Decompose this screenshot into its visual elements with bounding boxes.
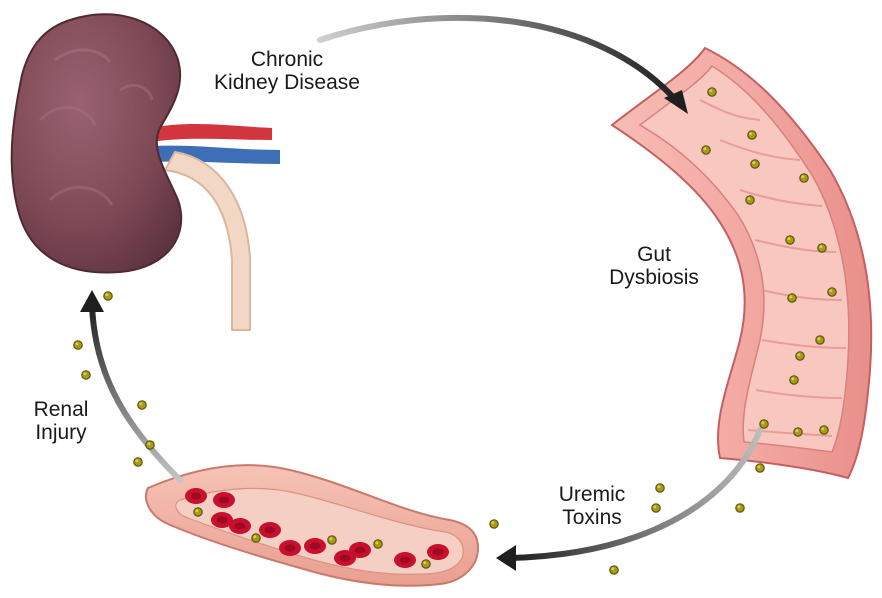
toxin-particle-icon: [746, 196, 754, 204]
toxin-particle-icon: [800, 174, 808, 182]
toxin-particle-icon: [374, 540, 382, 548]
toxin-particle-icon: [794, 428, 802, 436]
toxin-particle-icon: [104, 292, 112, 300]
toxin-particle-icon: [828, 288, 836, 296]
toxin-particle-icon: [760, 420, 768, 428]
label-line: Toxins: [532, 506, 652, 529]
toxin-particle-icon: [134, 458, 142, 466]
toxin-particle-icon: [708, 88, 716, 96]
red-blood-cell: [304, 538, 326, 554]
toxin-particle-icon: [610, 566, 618, 574]
red-blood-cell: [394, 552, 416, 568]
toxin-particle-icon: [790, 376, 798, 384]
label-line: Injury: [14, 421, 108, 444]
red-blood-cell: [229, 518, 251, 534]
label-line: Uremic: [532, 483, 652, 506]
toxin-particle-icon: [736, 504, 744, 512]
toxin-particle-icon: [138, 401, 146, 409]
toxin-particle-icon: [751, 160, 759, 168]
red-blood-cell: [349, 542, 371, 558]
toxin-particle-icon: [702, 146, 710, 154]
arrow-head-icon: [80, 290, 104, 312]
toxin-particle-icon: [796, 352, 804, 360]
arrow-head-icon: [496, 545, 516, 571]
cycle-arrow-icon: [92, 305, 180, 480]
label-line: Chronic: [192, 48, 382, 71]
toxin-particle-icon: [652, 504, 660, 512]
toxin-particle-icon: [756, 464, 764, 472]
red-blood-cell: [259, 522, 281, 538]
toxin-particle-icon: [328, 536, 336, 544]
label-line: Dysbiosis: [594, 266, 714, 289]
chronic-kidney-disease-label: Chronic Kidney Disease: [192, 48, 382, 94]
kidney-illustration: [12, 14, 182, 272]
label-line: Kidney Disease: [192, 71, 382, 94]
red-blood-cell: [427, 544, 449, 560]
toxin-particle-icon: [252, 534, 260, 542]
renal-injury-label: Renal Injury: [14, 398, 108, 444]
red-blood-cell: [213, 492, 235, 508]
toxin-particle-icon: [490, 520, 498, 528]
toxin-particle-icon: [656, 484, 664, 492]
toxin-particle-icon: [788, 294, 796, 302]
uremic-toxins-label: Uremic Toxins: [532, 483, 652, 529]
toxin-particle-icon: [74, 341, 82, 349]
toxin-particle-icon: [194, 508, 202, 516]
gut-dysbiosis-label: Gut Dysbiosis: [594, 243, 714, 289]
toxin-particle-icon: [786, 236, 794, 244]
red-blood-cell: [279, 540, 301, 556]
toxin-particle-icon: [748, 131, 756, 139]
toxin-particle-icon: [820, 426, 828, 434]
label-line: Renal: [14, 398, 108, 421]
toxin-particle-icon: [816, 336, 824, 344]
label-line: Gut: [594, 243, 714, 266]
toxin-particle-icon: [818, 244, 826, 252]
red-blood-cell: [185, 488, 207, 504]
toxin-particle-icon: [422, 560, 430, 568]
toxin-particle-icon: [146, 441, 154, 449]
toxin-particle-icon: [82, 371, 90, 379]
